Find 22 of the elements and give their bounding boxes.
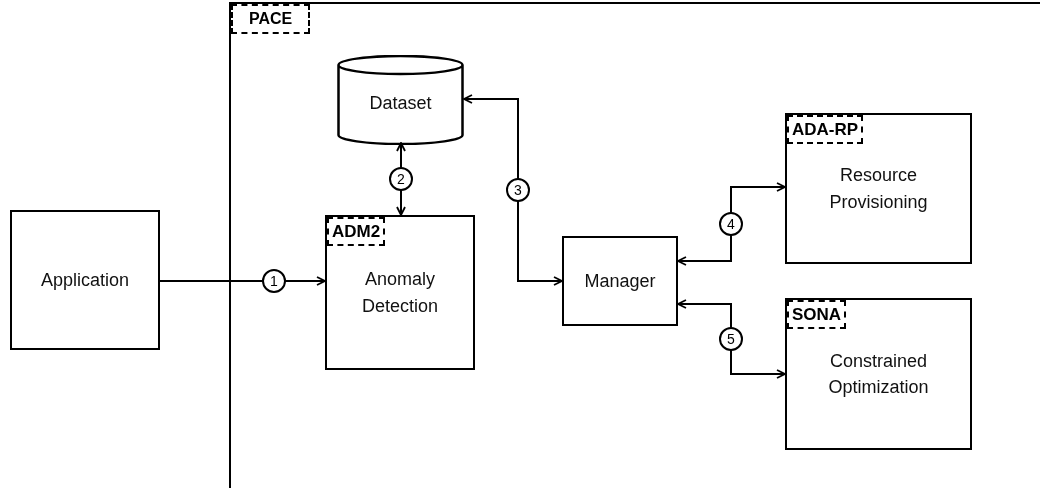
connector-arrow — [677, 299, 786, 379]
process-box — [562, 236, 678, 326]
node-label: Anomaly Detection — [360, 268, 439, 318]
process-box — [785, 113, 972, 264]
node-label: Application — [39, 268, 131, 292]
process-box — [10, 210, 160, 350]
process-box — [325, 215, 475, 370]
node-label: Resource Provisioning — [828, 164, 929, 214]
connector-arrow — [396, 142, 406, 216]
connector-arrow — [463, 94, 563, 286]
connector-arrow — [159, 276, 326, 286]
system-frame — [229, 2, 1040, 488]
tag-label: PACE — [231, 4, 311, 34]
database-cylinder — [337, 55, 464, 145]
tag-label: ADA-RP — [787, 115, 864, 145]
process-box — [785, 298, 972, 450]
tag-label: ADM2 — [327, 217, 386, 247]
node-label: Dataset — [368, 91, 433, 115]
node-label: Constrained Optimization — [827, 349, 930, 399]
connector-arrow — [677, 182, 786, 266]
tag-label: SONA — [787, 300, 847, 330]
node-label: Manager — [583, 269, 657, 293]
